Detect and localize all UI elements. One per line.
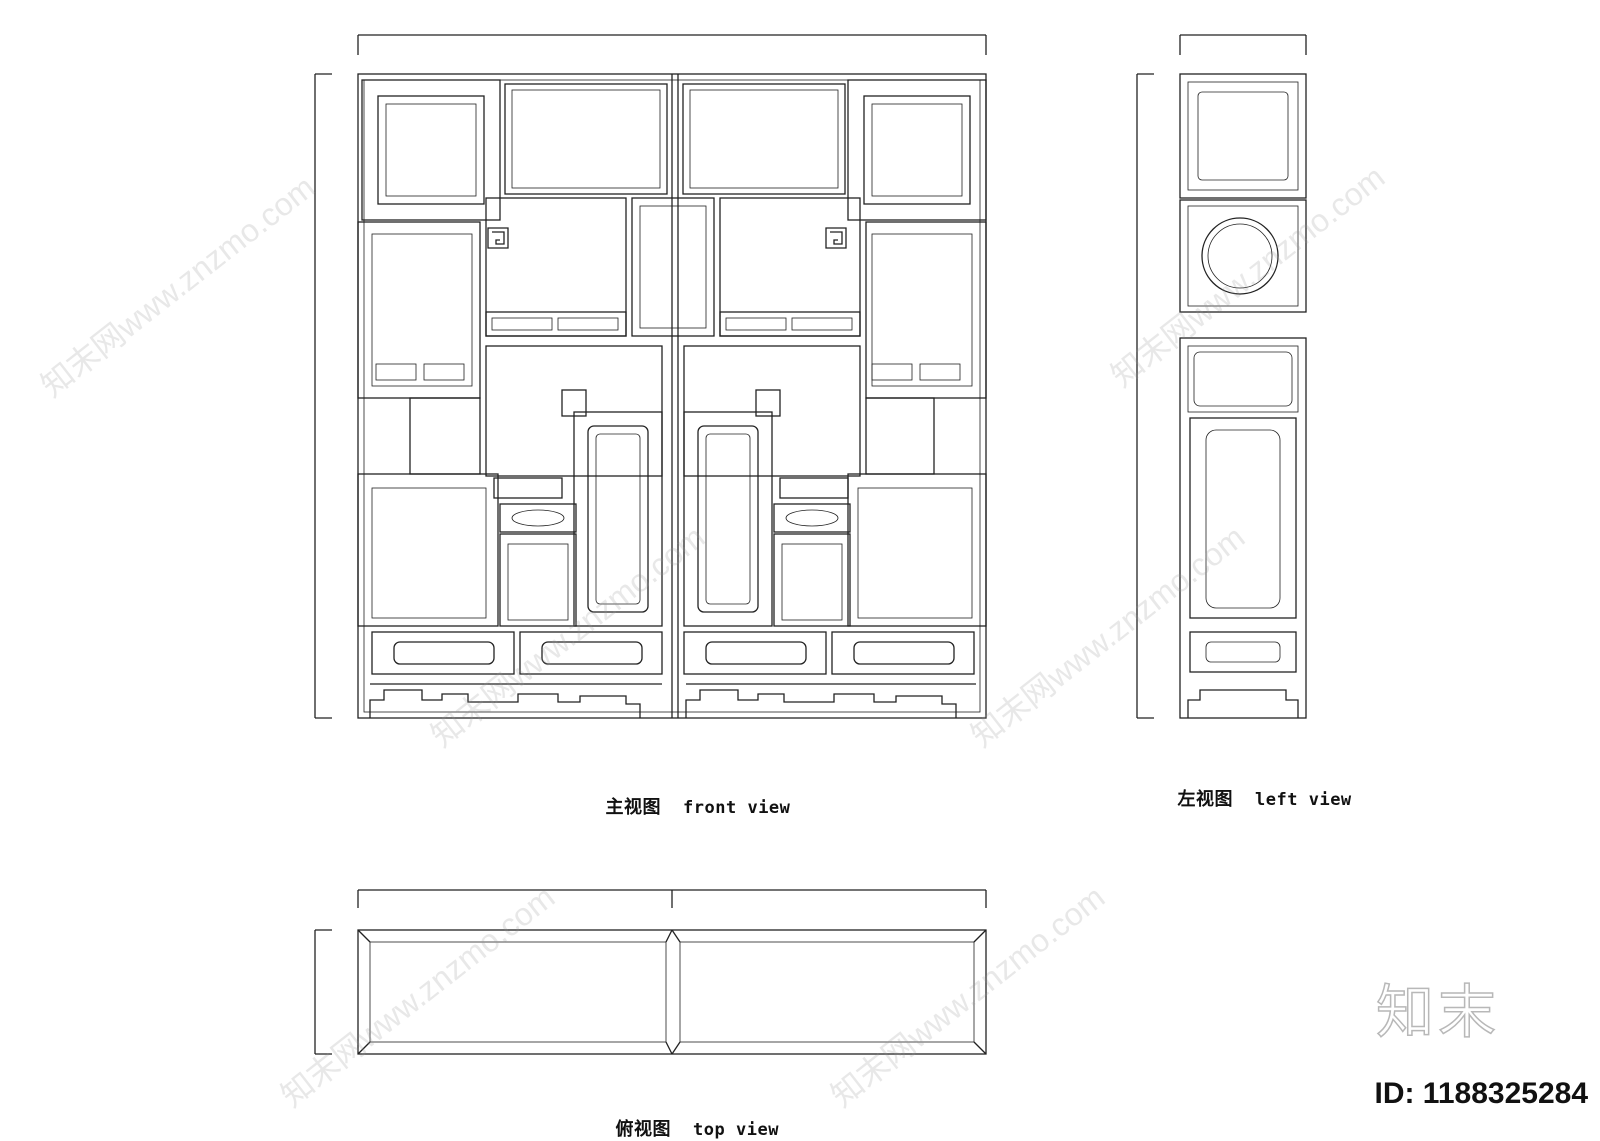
top-view-cn: 俯视图 (615, 1119, 672, 1140)
front-view-caption: 主视图 front view (592, 772, 790, 819)
image-id-label: ID: 1188325284 (1374, 1077, 1588, 1110)
front-dimension-lines (314, 34, 987, 719)
front-view-en: front view (683, 798, 791, 818)
brand-logo: 知末 (1375, 977, 1500, 1047)
left-view-cn: 左视图 (1177, 789, 1234, 810)
left-view-en: left view (1255, 790, 1352, 810)
top-view-caption: 俯视图 top view (602, 1094, 779, 1141)
front-view-cn: 主视图 (605, 797, 662, 818)
top-view-en: top view (693, 1120, 779, 1140)
front-view-frame (357, 73, 987, 719)
left-view-frame (1136, 34, 1307, 719)
top-view-frame (314, 889, 987, 1055)
left-view-caption: 左视图 left view (1164, 764, 1352, 811)
